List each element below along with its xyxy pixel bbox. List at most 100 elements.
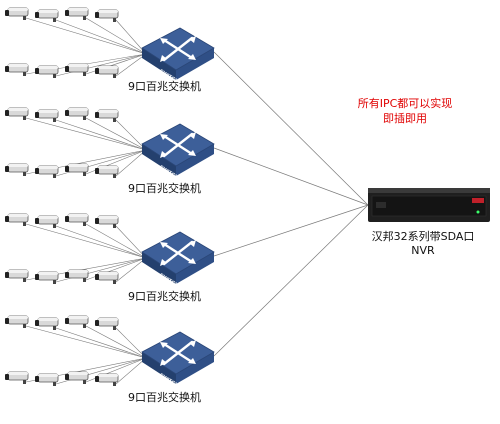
camera-hood: [68, 64, 88, 67]
switch-nvr-link-line: [213, 147, 369, 206]
camera-mount: [23, 72, 26, 76]
plug-and-play-note: 所有IPC都可以实现 即插即用: [340, 96, 470, 126]
ip-camera-icon: [95, 373, 119, 386]
camera-mount: [113, 74, 116, 78]
camera-link-line: [25, 223, 147, 259]
camera-lens: [35, 218, 39, 224]
camera-hood: [38, 166, 58, 169]
camera-link-line: [25, 117, 147, 151]
camera-mount: [53, 280, 56, 284]
camera-hood: [68, 270, 88, 273]
network-switch-icon: SWITCH: [141, 331, 215, 389]
camera-mount: [53, 74, 56, 78]
camera-lens: [35, 168, 39, 174]
camera-hood: [98, 66, 118, 69]
camera-lens: [5, 216, 9, 222]
camera-lens: [5, 272, 9, 278]
camera-lens: [65, 318, 69, 324]
camera-hood: [38, 66, 58, 69]
camera-lens: [95, 12, 99, 18]
camera-mount: [83, 222, 86, 226]
camera-lens: [35, 274, 39, 280]
arrow-head: [188, 54, 196, 60]
camera-hood: [98, 110, 118, 113]
arrow-head: [160, 151, 167, 158]
network-switch-icon: SWITCH: [141, 123, 215, 181]
camera-lens: [35, 112, 39, 118]
camera-lens: [35, 68, 39, 74]
camera-mount: [113, 326, 116, 330]
switch-label-2: 9口百兆交换机: [128, 182, 201, 195]
camera-hood: [68, 164, 88, 167]
camera-lens: [95, 68, 99, 74]
camera-link-line: [115, 225, 147, 259]
camera-hood: [98, 318, 118, 321]
arrow-head: [160, 242, 168, 248]
ip-camera-icon: [95, 271, 119, 284]
arrow-head: [160, 38, 168, 44]
ip-camera-icon: [95, 65, 119, 78]
ip-camera-icon: [65, 371, 89, 384]
nvr-power-led: [476, 210, 480, 214]
switch-arrows-icon: [162, 132, 194, 158]
camera-mount: [83, 324, 86, 328]
ip-camera-icon: [35, 373, 59, 386]
camera-hood: [8, 108, 28, 111]
nvr-brand-badge: [472, 198, 484, 203]
camera-link-line: [55, 225, 147, 259]
camera-hood: [38, 110, 58, 113]
nvr-label-line-2: NVR: [411, 244, 435, 257]
switch-label-1: 9口百兆交换机: [128, 80, 201, 93]
arrow-head: [160, 259, 167, 266]
nvr-top-edge: [368, 188, 490, 193]
camera-mount: [53, 382, 56, 386]
camera-link-line: [55, 327, 147, 359]
ip-camera-icon: [5, 371, 29, 384]
switch-label-4: 9口百兆交换机: [128, 391, 201, 404]
ip-camera-icon: [95, 165, 119, 178]
switch-front-face: [142, 252, 176, 284]
camera-mount: [53, 174, 56, 178]
ip-camera-icon: [5, 213, 29, 226]
ip-camera-icon: [35, 215, 59, 228]
switch-right-face: [176, 48, 214, 80]
ip-camera-icon: [35, 271, 59, 284]
ip-camera-icon: [5, 315, 29, 328]
arrow-stroke: [162, 132, 194, 158]
camera-lens: [65, 272, 69, 278]
ip-camera-icon: [5, 107, 29, 120]
camera-lens: [95, 168, 99, 174]
camera-hood: [98, 166, 118, 169]
camera-mount: [113, 224, 116, 228]
camera-mount: [23, 172, 26, 176]
camera-lens: [5, 166, 9, 172]
switch-label-3: 9口百兆交换机: [128, 290, 201, 303]
camera-mount: [83, 172, 86, 176]
camera-lens: [65, 110, 69, 116]
arrow-head: [189, 132, 196, 139]
arrow-head: [160, 342, 168, 348]
camera-link-line: [115, 149, 147, 177]
camera-link-line: [115, 53, 147, 77]
camera-lens: [65, 374, 69, 380]
switch-front-face: [142, 144, 176, 176]
camera-link-line: [55, 19, 147, 55]
camera-link-line: [115, 257, 147, 283]
camera-lens: [95, 218, 99, 224]
switch-right-face: [176, 144, 214, 176]
camera-hood: [98, 272, 118, 275]
ip-camera-icon: [35, 9, 59, 22]
camera-mount: [113, 18, 116, 22]
switch-front-face: [142, 48, 176, 80]
ip-camera-icon: [95, 109, 119, 122]
arrow-head: [188, 150, 196, 156]
arrow-head: [189, 240, 196, 247]
camera-link-line: [25, 17, 147, 55]
camera-link-line: [55, 119, 147, 151]
camera-link-line: [25, 325, 147, 359]
ip-camera-icon: [65, 315, 89, 328]
camera-lens: [95, 112, 99, 118]
